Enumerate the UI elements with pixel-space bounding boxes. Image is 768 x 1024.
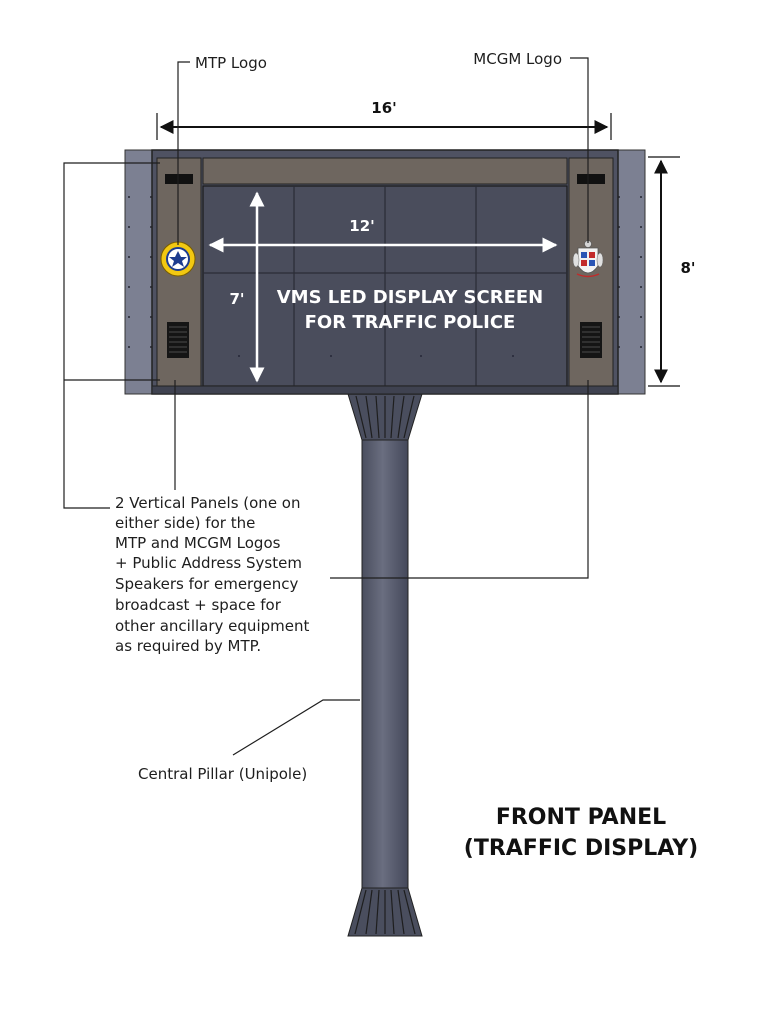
side-panel-note-line6: broadcast + space for [115, 596, 282, 614]
mcgm-logo-label: MCGM Logo [473, 50, 562, 68]
side-panel-note-line4: + Public Address System [115, 554, 302, 572]
overall-height-dimension [648, 156, 680, 387]
sign-board [124, 149, 646, 395]
central-pillar [347, 393, 423, 937]
side-panel-note-line8: as required by MTP. [115, 637, 261, 655]
side-panel-note-line3: MTP and MCGM Logos [115, 534, 281, 552]
left-indicator-bar [165, 174, 193, 184]
pillar-label: Central Pillar (Unipole) [138, 765, 307, 783]
side-panel-note-line2: either side) for the [115, 514, 255, 532]
side-panel-note-line7: other ancillary equipment [115, 617, 309, 635]
mtp-logo-leader [177, 61, 190, 245]
screen-text-line1: VMS LED DISPLAY SCREEN [277, 287, 544, 308]
mcgm-logo-leader [570, 57, 589, 243]
mtp-logo-label: MTP Logo [195, 54, 267, 72]
overall-width-dimension [156, 113, 612, 140]
mtp-logo-icon [160, 241, 196, 277]
screen-width-label: 12' [349, 217, 374, 235]
right-cladding [613, 149, 646, 395]
right-speaker-grille [580, 322, 602, 358]
diagram-title-line1: FRONT PANEL [496, 805, 666, 830]
top-band [202, 157, 568, 185]
side-panel-note-line5: Speakers for emergency [115, 575, 298, 593]
overall-height-label: 8' [680, 259, 695, 277]
diagram-title-line2: (TRAFFIC DISPLAY) [464, 836, 698, 861]
right-indicator-bar [577, 174, 605, 184]
screen-height-label: 7' [229, 290, 244, 308]
pillar-leader [232, 699, 360, 756]
side-panel-note: 2 Vertical Panels (one on either side) f… [115, 494, 314, 655]
left-speaker-grille [167, 322, 189, 358]
overall-width-label: 16' [371, 99, 396, 117]
screen-text-line2: FOR TRAFFIC POLICE [305, 312, 516, 333]
side-panel-leader [63, 162, 589, 579]
mcgm-logo-icon [572, 240, 604, 278]
side-panel-note-line1: 2 Vertical Panels (one on [115, 494, 301, 512]
